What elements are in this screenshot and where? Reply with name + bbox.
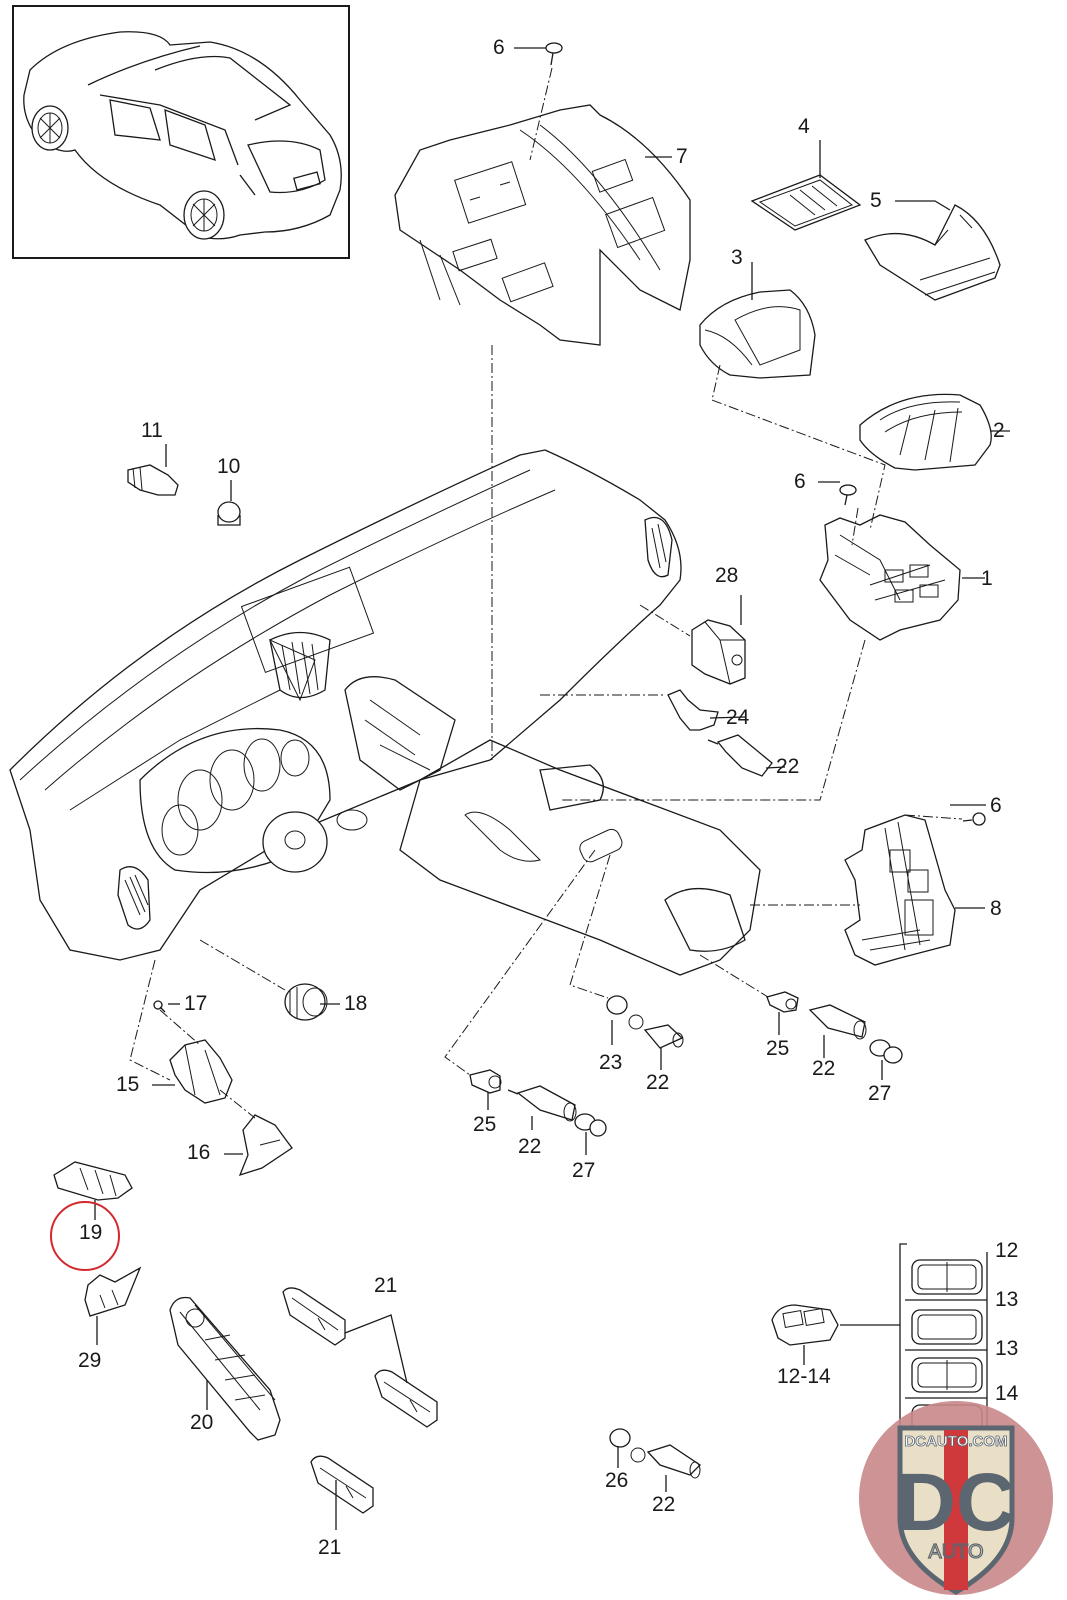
part-21-window-switch-c — [310, 1455, 374, 1514]
part-26-socket-cap — [609, 1428, 646, 1463]
callout-27-right: 27 — [868, 1082, 892, 1105]
callout-16: 16 — [187, 1141, 211, 1164]
part-27-plug-right — [869, 1039, 903, 1064]
part-6-screw-mid — [839, 484, 857, 506]
part-3-cover-cap — [699, 289, 816, 379]
part-25-holder-left — [469, 1069, 502, 1094]
callout-18: 18 — [344, 992, 368, 1015]
part-4-mat — [750, 174, 862, 231]
callout-4: 4 — [798, 115, 810, 138]
dashboard-assembly — [9, 449, 761, 976]
air-vent-center — [269, 631, 331, 699]
callout-23: 23 — [599, 1051, 623, 1074]
callout-25-right: 25 — [766, 1037, 790, 1060]
part-19-switch-block — [53, 1161, 133, 1201]
part-12-14-switch — [771, 1304, 839, 1346]
callout-24: 24 — [726, 706, 750, 729]
part-6-screw-right — [962, 812, 986, 826]
callout-3: 3 — [731, 246, 743, 269]
part-11-sensor — [127, 464, 179, 496]
callout-12: 12 — [995, 1239, 1019, 1262]
instrument-cluster — [139, 727, 331, 874]
callout-22-bottom: 22 — [652, 1493, 676, 1516]
vehicle-thumbnail — [12, 5, 350, 259]
highlight-circle — [50, 1201, 120, 1271]
callout-12-14: 12-14 — [777, 1365, 831, 1388]
part-22-lighter-bottom — [646, 1444, 702, 1479]
part-29-seat-switch — [84, 1266, 142, 1317]
callout-15: 15 — [116, 1073, 140, 1096]
callout-11: 11 — [141, 419, 163, 442]
part-25-holder-right — [766, 991, 799, 1013]
part-16-cover — [238, 1114, 293, 1177]
part-15-switch — [169, 1039, 233, 1104]
air-vent-left — [117, 866, 151, 930]
callout-6-top: 6 — [493, 36, 505, 59]
part-21-window-switch-b — [374, 1369, 438, 1428]
callout-5: 5 — [870, 189, 882, 212]
callout-6-right: 6 — [990, 794, 1002, 817]
callout-21-top: 21 — [374, 1274, 398, 1297]
wheel-rear — [183, 190, 225, 240]
callout-1: 1 — [981, 567, 993, 590]
callout-22-upper: 22 — [776, 755, 800, 778]
callout-28: 28 — [715, 564, 739, 587]
callout-29: 29 — [78, 1349, 102, 1372]
part-22-lighter-center — [643, 1024, 684, 1049]
dcauto-watermark: DCAUTO.COM DC AUTO — [859, 1401, 1053, 1595]
callout-7: 7 — [676, 145, 688, 168]
watermark-sub-text: AUTO — [928, 1541, 983, 1563]
steering-column — [262, 809, 368, 873]
callout-20: 20 — [190, 1411, 214, 1434]
part-24-socket — [667, 689, 719, 731]
watermark-top-text: DCAUTO.COM — [904, 1433, 1007, 1450]
wheel-front — [31, 105, 69, 151]
part-22-lighter-upper — [707, 734, 773, 777]
part-21-window-switch-a — [282, 1287, 346, 1346]
part-7-switch-panel — [394, 104, 691, 346]
part-8-rear-switch-panel — [844, 814, 956, 966]
center-stack — [344, 676, 456, 791]
callout-6-mid: 6 — [794, 470, 806, 493]
part-6-screw-top — [545, 42, 563, 66]
callout-8: 8 — [990, 897, 1002, 920]
callout-14: 14 — [995, 1382, 1019, 1405]
callout-22-right: 22 — [812, 1057, 836, 1080]
callout-19: 19 — [79, 1221, 103, 1244]
part-22-lighter-left — [507, 1085, 577, 1122]
callout-13b: 13 — [995, 1337, 1019, 1360]
center-console — [399, 739, 761, 976]
assembly-lines — [129, 67, 963, 1119]
callout-22-center: 22 — [646, 1071, 670, 1094]
callout-17: 17 — [184, 992, 208, 1015]
callout-21-bottom: 21 — [318, 1536, 342, 1559]
part-1-switch-housing — [819, 514, 961, 641]
callout-10: 10 — [217, 455, 241, 478]
part-20-window-switch-master — [169, 1296, 281, 1441]
part-17-screw — [153, 1000, 166, 1013]
watermark-big-text: DC — [897, 1457, 1015, 1548]
callout-13a: 13 — [995, 1288, 1019, 1311]
callout-22-left: 22 — [518, 1135, 542, 1158]
part-23-socket-cap — [606, 995, 644, 1030]
part-10-sensor — [217, 501, 241, 526]
watermark-stripe — [944, 1430, 968, 1590]
callout-26: 26 — [605, 1469, 629, 1492]
callout-25-left: 25 — [473, 1113, 497, 1136]
part-22-lighter-right — [808, 1004, 867, 1040]
callout-2: 2 — [993, 419, 1005, 442]
callout-27-left: 27 — [572, 1159, 596, 1182]
air-vent-right — [644, 516, 673, 578]
part-28-switch — [691, 619, 746, 685]
part-5-trim-cover — [864, 204, 1001, 301]
part-27-plug-left — [574, 1113, 607, 1137]
part-18-switch — [284, 983, 328, 1021]
leader-lines — [94, 47, 1010, 1530]
part-2-control-unit — [859, 393, 992, 471]
